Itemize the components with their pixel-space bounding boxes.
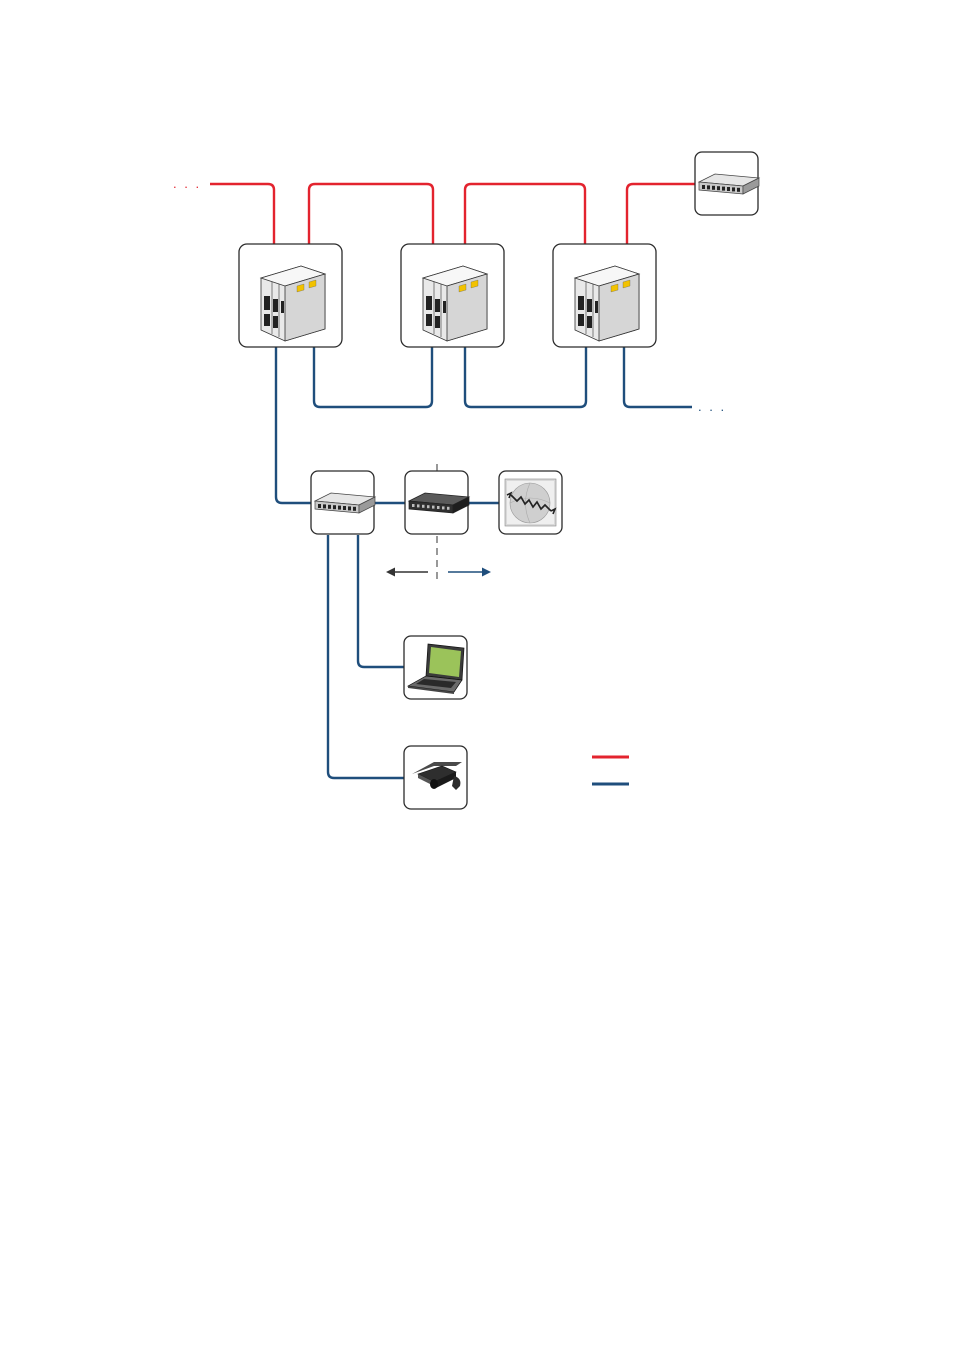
red-line-left-incoming [210, 182, 276, 244]
inverter-cabinet-3 [552, 243, 657, 348]
inverter-cabinet-2 [400, 243, 505, 348]
blue-network-lines [274, 347, 692, 780]
internet [498, 470, 563, 535]
router [404, 470, 470, 535]
laptop [403, 635, 468, 700]
surveillance-camera [403, 745, 468, 810]
camera-icon [412, 762, 462, 790]
blue-line-cabinet3-outgoing [622, 347, 692, 409]
laptop-icon [406, 643, 465, 694]
arrow-right-external [448, 567, 491, 577]
network-switch-local [310, 470, 376, 535]
blue-line-cabinet1-switch [274, 347, 311, 505]
inverter-cabinet-icon [574, 265, 640, 342]
internet-www-icon [504, 478, 557, 527]
red-line-cabinet1-cabinet2 [307, 182, 435, 244]
blue-line-cabinet1-cabinet2 [312, 347, 434, 409]
red-line-cabinet3-switch [625, 182, 695, 244]
inverter-cabinet-1 [238, 243, 343, 348]
blue-line-cabinet2-cabinet3 [463, 347, 588, 409]
inverter-cabinet-icon [260, 265, 326, 342]
arrow-left-local [386, 567, 428, 577]
blue-line-switch-laptop [356, 535, 404, 669]
inverter-cabinet-icon [422, 265, 488, 342]
blue-line-switch-camera [326, 535, 404, 780]
red-line-cabinet2-cabinet3 [463, 182, 587, 244]
red-continuation-dots: . . . [173, 176, 201, 191]
blue-continuation-dots: . . . [698, 399, 726, 414]
red-network-lines [210, 182, 695, 244]
network-switch-top [694, 151, 760, 216]
legend [592, 755, 629, 786]
